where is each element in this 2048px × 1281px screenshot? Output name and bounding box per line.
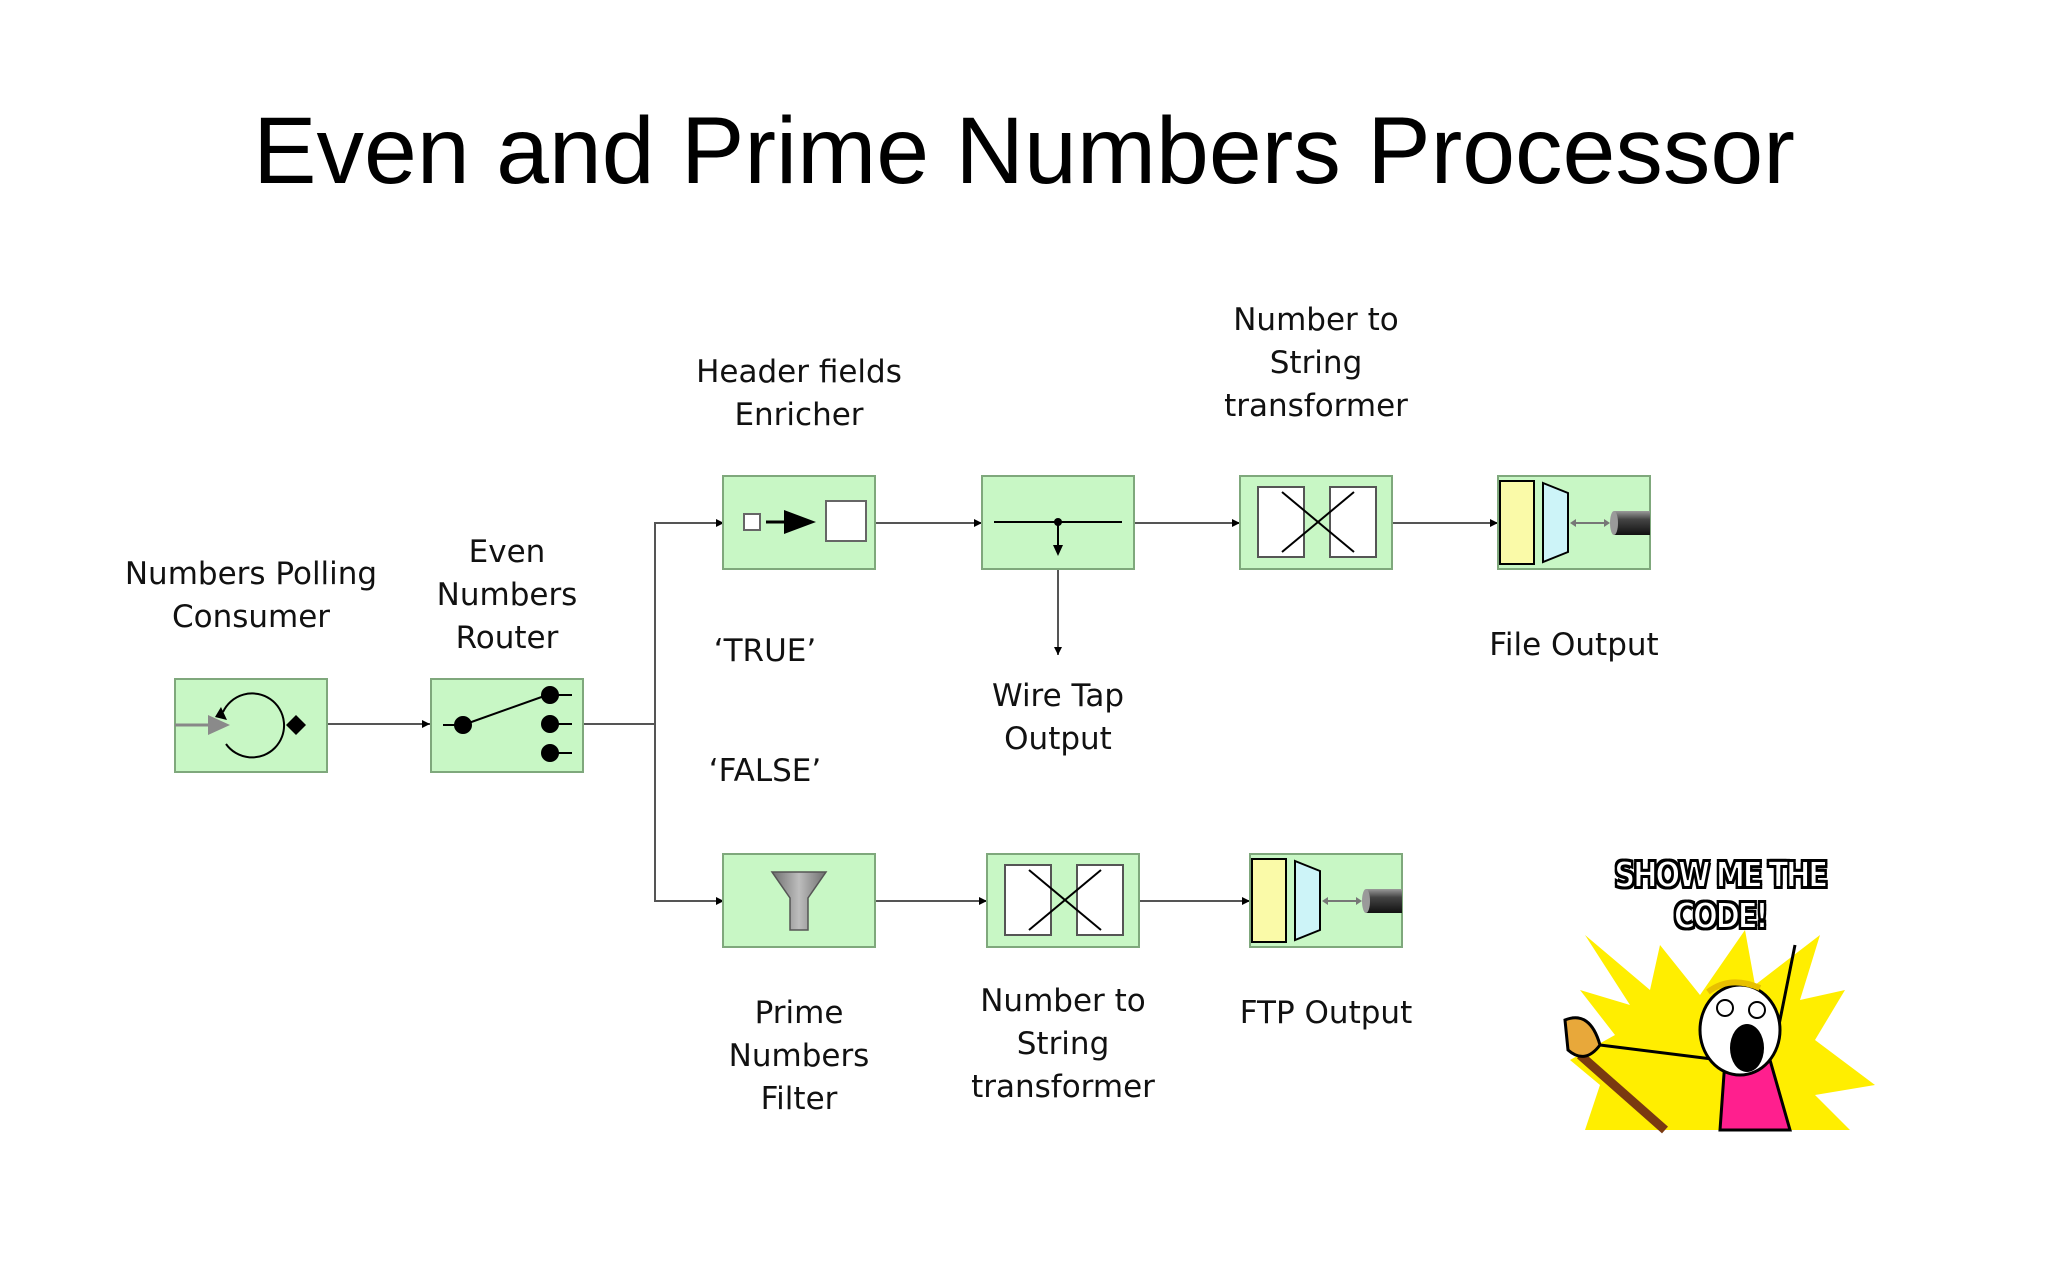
- file-adapter-icon: [1499, 480, 1650, 565]
- meme-hair: [1706, 979, 1762, 995]
- file-output-node[interactable]: [1497, 475, 1651, 570]
- label-transformer-top: Number to String transformer: [1224, 302, 1408, 424]
- broom-handle: [1577, 1051, 1668, 1134]
- enricher-icon: [743, 500, 867, 542]
- transformer-top-node[interactable]: [1239, 475, 1393, 570]
- label-header-enricher: Header fields Enricher: [696, 354, 902, 433]
- ftp-adapter-icon: [1251, 858, 1402, 943]
- connectors: [327, 519, 1498, 905]
- edge-split-false: [654, 724, 724, 905]
- ftp-output-node[interactable]: [1249, 853, 1403, 948]
- transformer-bottom-icon: [1004, 864, 1124, 936]
- label-wire-tap-output: Wire Tap Output: [991, 678, 1125, 757]
- broom-head: [1563, 1016, 1602, 1058]
- router-switch-icon: [443, 686, 572, 762]
- label-transformer-bottom: Number to String transformer: [971, 983, 1155, 1105]
- label-polling-consumer: Numbers Polling Consumer: [124, 556, 378, 635]
- label-file-output: File Output: [1489, 627, 1659, 663]
- transformer-bottom-node[interactable]: [986, 853, 1140, 948]
- meme-illustration: [1563, 930, 1875, 1134]
- page-title: Even and Prime Numbers Processor: [253, 98, 1795, 204]
- label-prime-filter: Prime Numbers Filter: [728, 995, 870, 1117]
- meme-mouth: [1730, 1024, 1764, 1072]
- label-true-branch: ‘TRUE’: [713, 633, 817, 669]
- header-enricher-node[interactable]: [722, 475, 876, 570]
- polling-consumer-node[interactable]: [174, 678, 328, 773]
- label-ftp-output: FTP Output: [1239, 995, 1413, 1031]
- label-router: Even Numbers Router: [436, 534, 578, 656]
- prime-filter-node[interactable]: [722, 853, 876, 948]
- meme-eye-right: [1748, 1001, 1766, 1019]
- edge-split-true: [654, 519, 724, 724]
- polling-consumer-icon: [175, 692, 306, 759]
- wire-tap-node[interactable]: [981, 475, 1135, 570]
- router-node[interactable]: [430, 678, 584, 773]
- other-arm: [1599, 1043, 1721, 1062]
- funnel-icon: [770, 871, 828, 931]
- wire-tap-icon: [994, 518, 1122, 556]
- label-false-branch: ‘FALSE’: [708, 753, 822, 789]
- transformer-top-icon: [1257, 486, 1377, 558]
- meme-eye-left: [1716, 999, 1734, 1017]
- meme-caption: SHOW ME THE CODE!: [1613, 854, 1829, 938]
